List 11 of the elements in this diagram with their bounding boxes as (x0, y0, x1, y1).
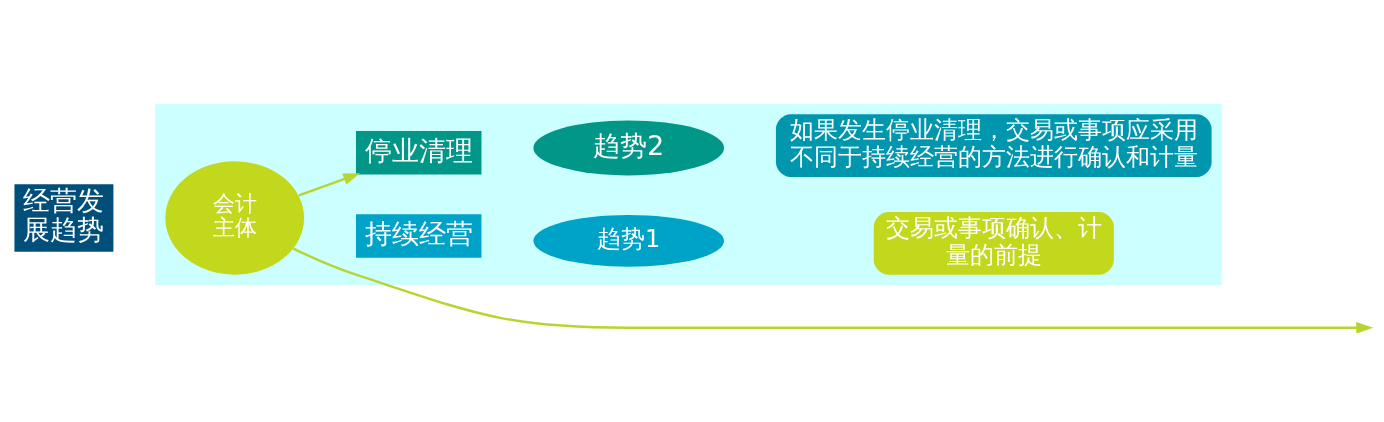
node-ellipse: 趋势1 (532, 214, 724, 267)
node-box: 交易或事项确认、计量的前提 (873, 211, 1114, 275)
node-box: 经营发展趋势 (13, 183, 113, 252)
arrow (292, 247, 1373, 333)
arrow (298, 172, 360, 196)
node-box: 停业清理 (355, 130, 481, 174)
node-box: 持续经营 (355, 213, 481, 258)
node-ellipse: 趋势2 (532, 119, 724, 175)
node-ellipse: 会计主体 (164, 160, 304, 275)
cluster (154, 103, 1222, 285)
node-box: 如果发生停业清理，交易或事项应采用不同于持续经营的方法进行确认和计量 (775, 113, 1212, 177)
